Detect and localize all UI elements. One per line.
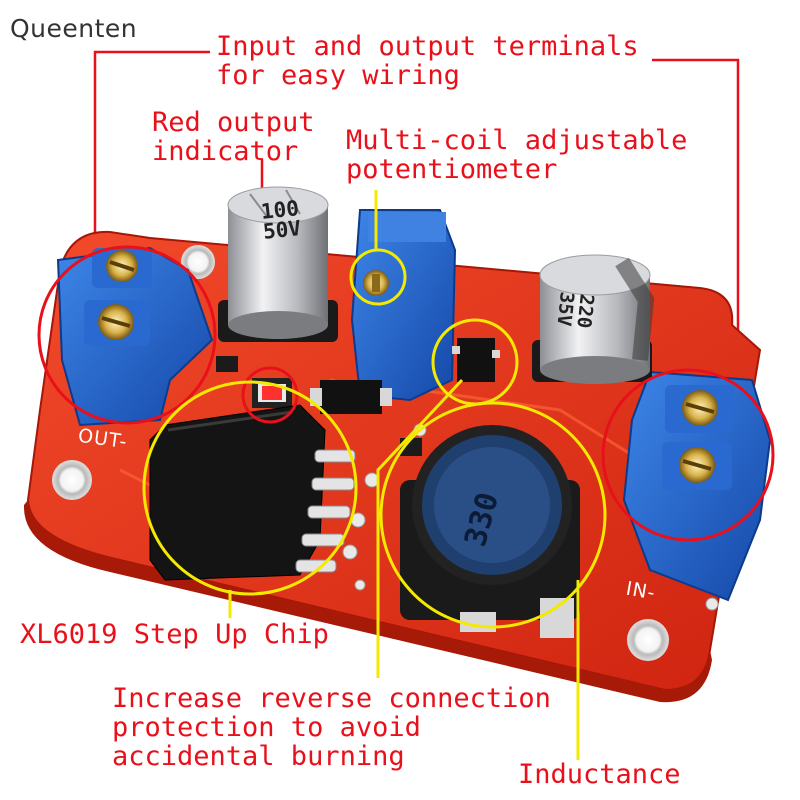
brand-watermark: Queenten bbox=[10, 14, 138, 43]
capacitor-left bbox=[218, 186, 338, 342]
capacitor-right-voltage: 35V bbox=[552, 290, 578, 328]
callout-red-indicator: Red output indicator bbox=[152, 108, 315, 166]
output-terminal-block bbox=[56, 246, 214, 427]
xl6019-chip bbox=[149, 404, 356, 581]
mounting-hole bbox=[181, 245, 215, 279]
capacitor-right-marking: 220 35V bbox=[552, 290, 597, 330]
callout-reverse-protection: Increase reverse connection protection t… bbox=[112, 684, 551, 771]
callout-line: accidental burning bbox=[112, 741, 405, 772]
capacitor-left-voltage: 50V bbox=[261, 216, 303, 244]
capacitor-left-marking: 100 50V bbox=[260, 196, 303, 244]
potentiometer bbox=[350, 209, 457, 402]
smd-resistor bbox=[216, 356, 238, 372]
smd-transistor bbox=[452, 338, 500, 382]
callout-line: protection to avoid bbox=[112, 712, 421, 743]
inductor-highlight bbox=[379, 401, 607, 629]
callout-line: for easy wiring bbox=[216, 60, 460, 91]
led-highlight bbox=[241, 366, 299, 424]
input-terminal-block bbox=[622, 370, 772, 602]
callout-line: Multi-coil adjustable bbox=[346, 125, 688, 156]
callout-line: Input and output terminals bbox=[216, 31, 639, 62]
callout-inductance: Inductance bbox=[518, 759, 681, 790]
mounting-hole bbox=[52, 460, 92, 500]
callout-potentiometer: Multi-coil adjustable potentiometer bbox=[346, 126, 687, 184]
callout-line: Increase reverse connection bbox=[112, 683, 551, 714]
callout-leaders-yellow bbox=[228, 190, 580, 760]
inductor bbox=[400, 425, 580, 638]
protection-diode bbox=[310, 380, 392, 414]
callout-chip: XL6019 Step Up Chip bbox=[20, 619, 329, 650]
potentiometer-highlight bbox=[349, 248, 407, 306]
chip-highlight bbox=[142, 380, 358, 596]
terminal-highlight-in bbox=[601, 368, 775, 542]
callout-line: potentiometer bbox=[346, 154, 558, 185]
capacitor-right bbox=[532, 254, 655, 384]
callout-line: Red output bbox=[152, 107, 315, 138]
callout-terminals: Input and output terminals for easy wiri… bbox=[216, 32, 639, 90]
terminal-highlight-out bbox=[37, 245, 217, 425]
callout-line: indicator bbox=[152, 136, 299, 167]
mounting-hole bbox=[627, 619, 669, 661]
highlight-circles bbox=[37, 245, 775, 629]
